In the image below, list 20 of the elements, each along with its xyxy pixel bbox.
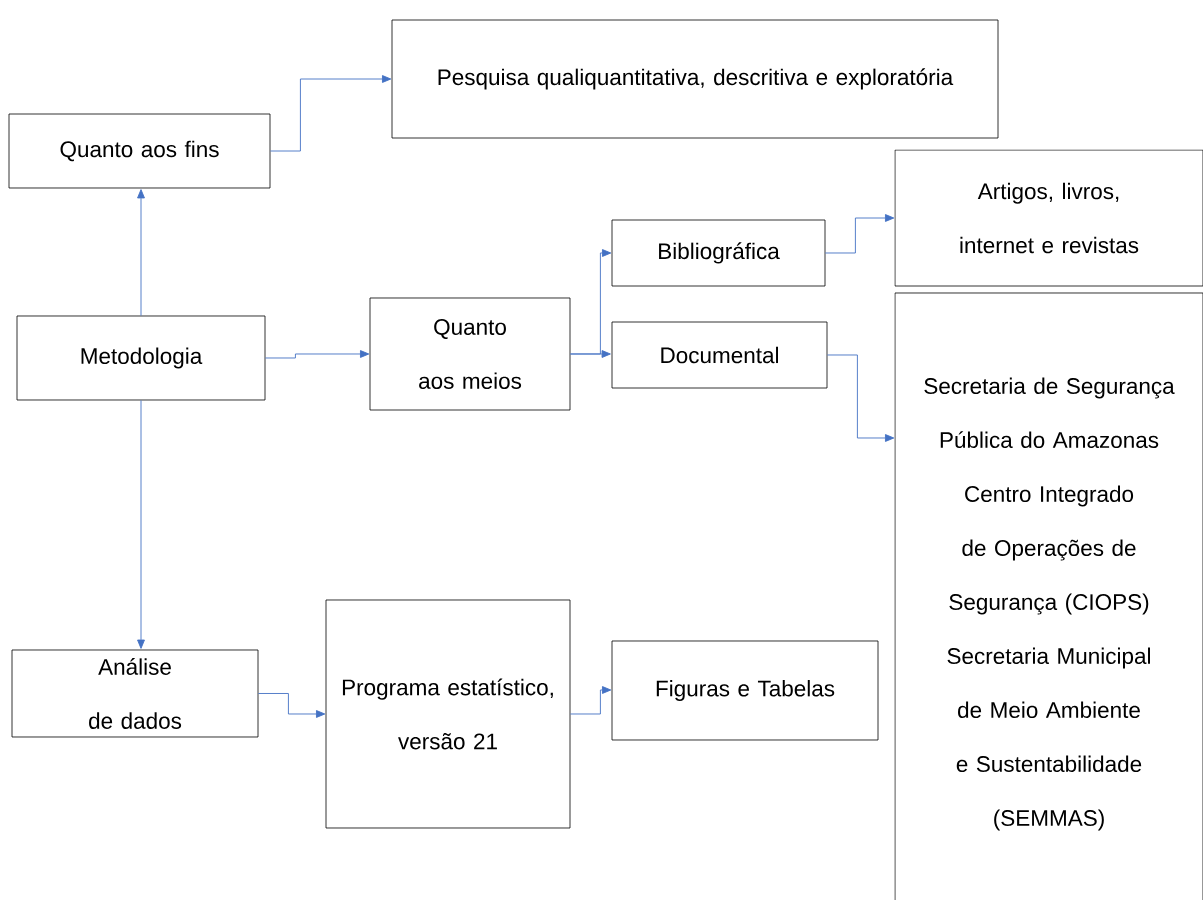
process-box: Análise de dados	[11, 649, 259, 738]
process-box: Metodologia	[16, 315, 266, 401]
arrow	[269, 75, 392, 152]
arrow	[264, 350, 370, 359]
arrow	[137, 399, 145, 649]
arrow	[137, 189, 145, 317]
arrow	[569, 686, 612, 715]
process-box: Documental	[611, 321, 828, 389]
arrow	[569, 350, 611, 358]
arrow	[826, 354, 895, 442]
process-box: Bibliográfica	[611, 219, 826, 287]
process-box: Pesquisa qualiquantitativa, descritiva e exploratória	[391, 19, 999, 139]
arrow	[257, 693, 326, 718]
process-box: Quanto aos fins	[8, 113, 271, 189]
process-box: Artigos, livros, internet e revistas	[894, 149, 1203, 287]
arrow	[824, 214, 895, 254]
process-box: Figuras e Tabelas	[611, 640, 879, 741]
process-box: Secretaria de Segurança Pública do Amazonas Centro Integrado de Operações de Segurança (CIOPS) Secretaria Municipal de Meio Ambiente e Sustentabilidade (SEMMAS)	[894, 292, 1203, 900]
process-box: Quanto aos meios	[369, 297, 571, 411]
process-box: Programa estatístico, versão 21	[325, 599, 571, 829]
